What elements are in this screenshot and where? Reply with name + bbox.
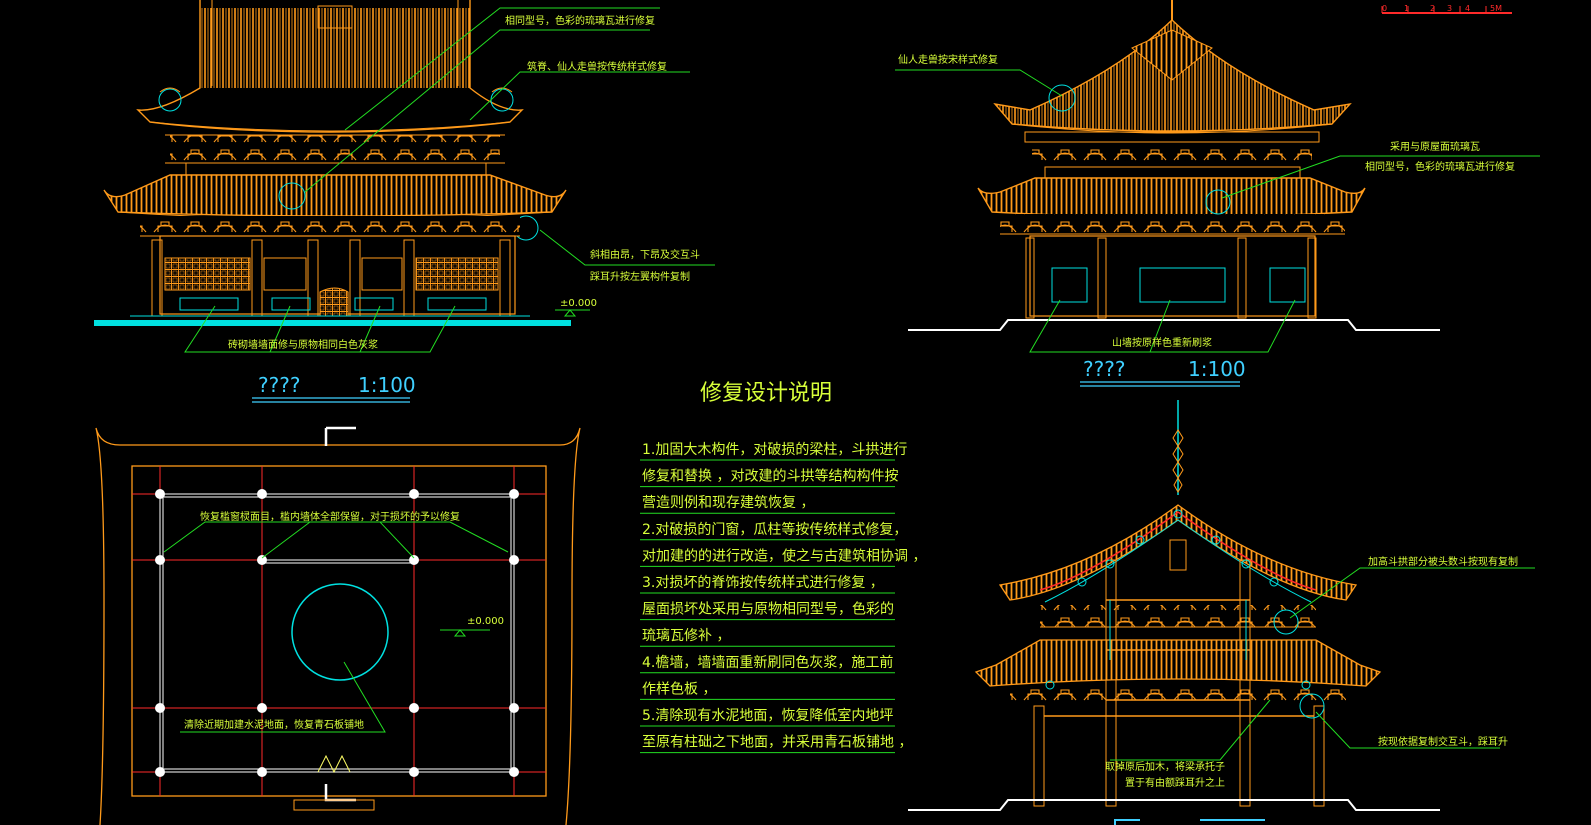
plan-eave-outline	[95, 427, 581, 825]
notes-line: 1.加固大木构件，对破损的梁柱，斗拱进行	[642, 442, 907, 458]
side-lower-roof	[977, 177, 1366, 218]
scale-tick-3: 3	[1447, 4, 1452, 13]
side-label-glaze2: 相同型号，色彩的琉璃瓦进行修复	[1365, 160, 1515, 173]
notes-line: 2.对破损的门窗，瓜柱等按传统样式修复，	[642, 521, 907, 538]
side-ground-line	[908, 319, 1440, 331]
front-elevation-mark: ±0.000	[560, 298, 597, 309]
scale-tick-4: 4	[1465, 4, 1470, 13]
notes-line: 修复和替换 ，对改建的斗拱等结构构件按	[642, 468, 898, 485]
front-label-wall: 砖砌墙墙面修与原物相同白色灰浆	[228, 338, 378, 351]
section-lower-roof	[974, 639, 1382, 687]
section-label-repair: 按现依据复制交互斗，踩耳升	[1378, 735, 1508, 748]
side-label-glaze1: 采用与原屋面琉璃瓦	[1390, 140, 1480, 153]
ridge-plaque	[317, 5, 353, 29]
section-drawing: 加高斗拱部分被头数斗按现有复制 按现依据复制交互斗，踩耳升 取掉原后加木，将梁承…	[908, 400, 1535, 825]
notes-line: 琉璃瓦修补 ，	[642, 627, 730, 644]
front-elevation: 相同型号，色彩的琉璃瓦进行修复 筑脊、仙人走兽按传统样式修复 斜相由昂，下昂及交…	[94, 0, 715, 403]
front-label-glaze: 相同型号，色彩的琉璃瓦进行修复	[505, 14, 655, 27]
front-label-dougong2: 踩耳升按左翼构件复制	[590, 270, 690, 283]
front-elevation-scale: 1:100	[358, 373, 416, 397]
section-label-beam2: 置于有由额踩耳升之上	[1125, 776, 1225, 789]
plan-center-circle	[291, 583, 389, 681]
front-label-dougong: 斜相由昂，下昂及交互斗	[590, 248, 700, 261]
side-elevation-title: ????	[1083, 357, 1125, 381]
scale-tick-0: 0	[1382, 4, 1387, 13]
notes-line: 至原有柱础之下地面，并采用青石板铺地 ，	[642, 735, 912, 751]
plan-label-floor: 清除近期加建水泥地面，恢复青石板铺地	[184, 718, 364, 731]
lower-bracket-band	[140, 216, 520, 236]
plan-elevation-mark: ±0.000	[467, 616, 504, 627]
notes-line: 4.檐墙，墙墙面重新刷同色灰浆，施工前	[642, 654, 893, 671]
notes-line: 屋面损坏处采用与原物相同型号，色彩的	[642, 601, 894, 618]
section-label-beam1: 取掉原后加木，将梁承托子	[1105, 760, 1225, 773]
notes-line: 营造则例和现存建筑恢复 ，	[642, 494, 814, 511]
notes-line: 对加建的的进行改造，使之与古建筑相协调 ，	[642, 547, 926, 564]
scale-tick-5: 5M	[1490, 4, 1502, 13]
section-label-dougong: 加高斗拱部分被头数斗按现有复制	[1368, 555, 1518, 568]
notes-heading: 修复设计说明	[700, 381, 832, 406]
lower-roof	[103, 174, 567, 217]
upper-roof-tiles	[200, 8, 470, 88]
side-label-xianren: 仙人走兽按宋样式修复	[898, 53, 998, 66]
notes-line: 5.清除现有水泥地面，恢复降低室内地坪	[642, 707, 893, 724]
front-label-xianren: 筑脊、仙人走兽按传统样式修复	[527, 60, 667, 73]
upper-bracket-band	[170, 135, 500, 163]
section-ground-line	[908, 799, 1440, 811]
scale-bar: 0 1 2 3 4 5M	[1381, 4, 1512, 14]
ground-line	[94, 320, 571, 326]
floor-plan: 恢复槛窗棂面目，槛内墙体全部保留，对于损坏的予以修复 清除近期加建水泥地面，恢复…	[95, 426, 581, 825]
scale-tick-2: 2	[1430, 4, 1435, 13]
notes-line: 作样色板 ，	[642, 680, 716, 697]
front-elevation-title: ????	[258, 373, 300, 397]
side-elevation: 仙人走兽按宋样式修复 采用与原屋面琉璃瓦 相同型号，色彩的琉璃瓦进行修复 山墙按…	[895, 0, 1540, 387]
notes-line: 3.对损坏的脊饰按传统样式进行修复 ，	[642, 574, 884, 591]
side-elevation-scale: 1:100	[1188, 357, 1246, 381]
scale-tick-1: 1	[1404, 4, 1409, 13]
side-label-wall: 山墙按原样色重新刷浆	[1112, 336, 1212, 349]
plan-label-window: 恢复槛窗棂面目，槛内墙体全部保留，对于损坏的予以修复	[200, 510, 460, 523]
